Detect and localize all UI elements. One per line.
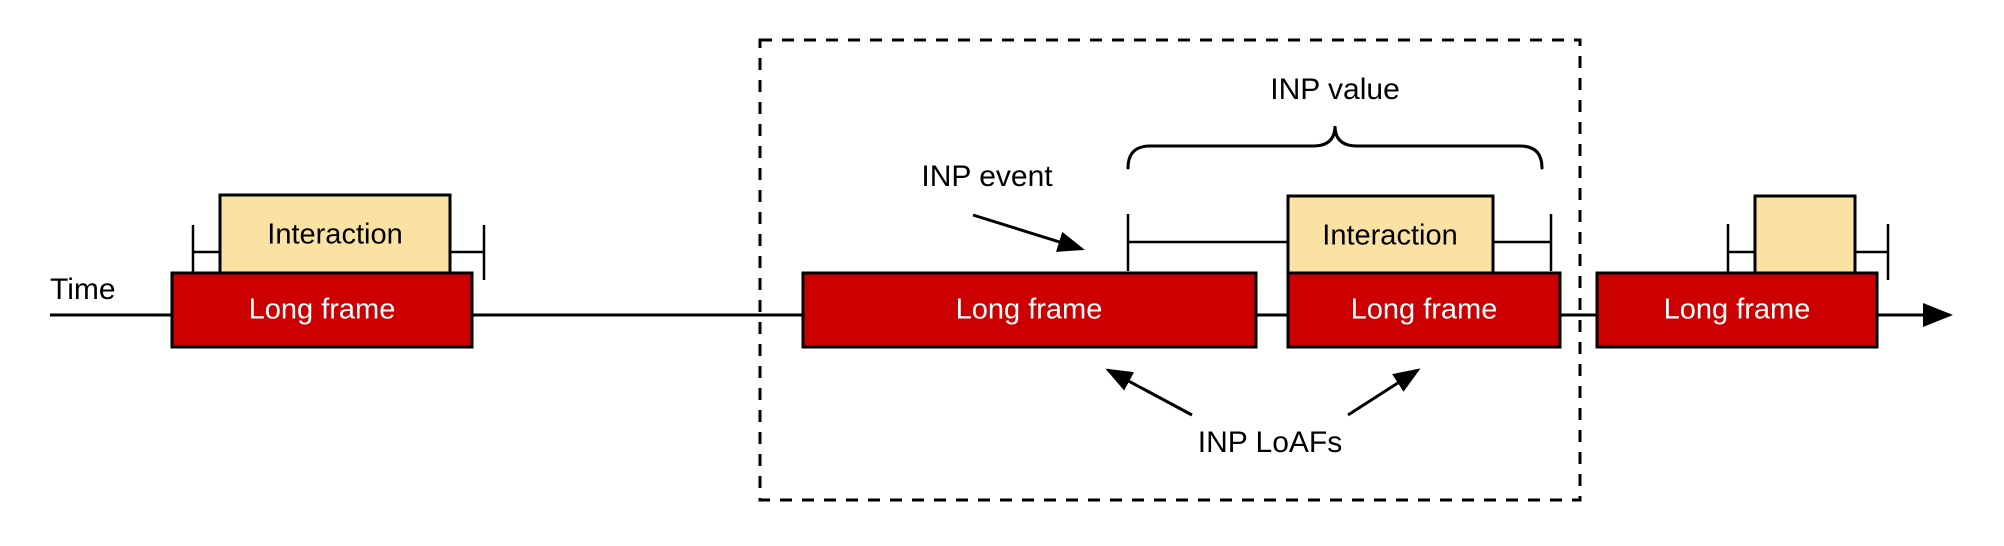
long-frame-4-rect xyxy=(1595,271,1879,349)
interaction-box-1: Interaction xyxy=(218,193,452,275)
long-frame-2: Long frame xyxy=(801,271,1258,349)
interaction-3-measure-bar xyxy=(1726,224,1890,280)
interaction-1-label: Interaction xyxy=(267,219,402,251)
long-frame-4-label: Long frame xyxy=(1664,294,1811,326)
long-frame-3-rect xyxy=(1286,271,1562,349)
frame-group-left: Interaction Long frame xyxy=(170,193,486,349)
long-frame-1-rect xyxy=(170,271,474,349)
inp-value-brace-path xyxy=(1126,125,1544,170)
interaction-1-rect xyxy=(218,193,452,275)
frame-group-right: Long frame xyxy=(1595,194,1890,349)
long-frame-3: Long frame xyxy=(1286,271,1562,349)
long-frame-1-label: Long frame xyxy=(249,294,396,326)
inp-loafs-arrow-left xyxy=(1105,368,1193,417)
interaction-2-label: Interaction xyxy=(1322,220,1457,252)
interaction-box-3 xyxy=(1753,194,1857,276)
interaction-3-rect xyxy=(1753,194,1857,276)
inp-event-arrow xyxy=(972,213,1085,252)
inp-loafs-label: INP LoAFs xyxy=(1198,426,1343,459)
long-frame-2-rect xyxy=(801,271,1258,349)
inp-event-label: INP event xyxy=(921,160,1053,193)
long-frame-3-label: Long frame xyxy=(1351,294,1498,326)
inp-value-label: INP value xyxy=(1270,73,1400,106)
inp-value-brace xyxy=(1126,125,1544,170)
inp-measure-bar xyxy=(1126,214,1553,271)
frame-group-inp: INP value INP event Interaction Long fra… xyxy=(801,73,1562,459)
inp-loafs-arrow-right xyxy=(1347,368,1421,417)
long-frame-1: Long frame xyxy=(170,271,474,349)
long-frame-4: Long frame xyxy=(1595,271,1879,349)
interaction-box-2: Interaction xyxy=(1286,194,1495,276)
long-frame-2-label: Long frame xyxy=(956,294,1103,326)
time-axis-label: Time xyxy=(50,273,116,306)
